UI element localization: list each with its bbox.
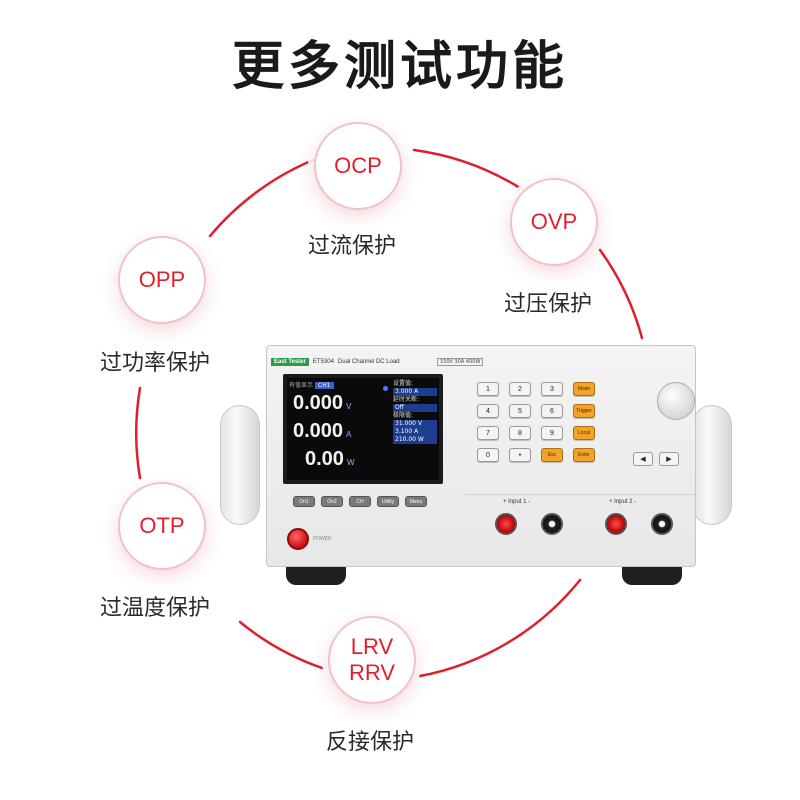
key-6[interactable]: 6 (541, 404, 563, 418)
input-2-text: Input 2 (614, 499, 633, 505)
side-value-limit-current: 3.100 A (393, 428, 437, 436)
terminal-panel: + Input 1 - + Input 2 - (465, 494, 695, 552)
key-7[interactable]: 7 (477, 426, 499, 440)
voltage-value: 0.000 (293, 392, 344, 414)
current-value: 0.000 (293, 420, 344, 442)
side-value-limit-power: 210.00 W (393, 436, 437, 444)
caption-ocp: 过流保护 (308, 234, 397, 259)
input-1-negative-terminal[interactable] (541, 513, 563, 535)
ring-arc-top (412, 148, 522, 190)
badge-ocp: OCP (314, 122, 402, 210)
rotary-knob[interactable] (657, 382, 695, 420)
foot-left (286, 563, 346, 585)
key-3[interactable]: 3 (541, 382, 563, 396)
power-unit: W (346, 458, 355, 467)
input-1-positive-terminal[interactable] (495, 513, 517, 535)
left-arrow-button[interactable]: ◀ (633, 452, 653, 466)
local-button[interactable]: Local (573, 426, 595, 440)
key-decimal[interactable]: • (509, 448, 531, 462)
side-value-limit-voltage: 31.000 V (393, 420, 437, 428)
side-value-delay-off: Off (393, 404, 437, 412)
handle-left (220, 405, 260, 525)
front-panel: East Tester ET5304 Dual Channel DC Load … (266, 345, 696, 567)
badge-otp-code: OTP (139, 513, 185, 538)
input-2-positive-terminal[interactable] (605, 513, 627, 535)
badge-ovp-code: OVP (530, 209, 578, 234)
key-0[interactable]: 0 (477, 448, 499, 462)
on1-button[interactable]: On1 (293, 496, 315, 507)
mode-button[interactable]: Mode (573, 382, 595, 396)
on2-button[interactable]: On2 (321, 496, 343, 507)
badge-opp: OPP (118, 236, 206, 324)
spec-tag: 150V 30A 400W (437, 358, 484, 366)
key-8[interactable]: 8 (509, 426, 531, 440)
arrow-keys: ◀ ▶ (633, 452, 679, 466)
power-label: POWER (313, 536, 332, 542)
utility-button[interactable]: Utility (377, 496, 399, 507)
side-label-limit: 极限值: (393, 412, 414, 419)
side-label-setpoint: 设置值: (393, 380, 414, 387)
right-arrow-button[interactable]: ▶ (659, 452, 679, 466)
badge-ovp: OVP (510, 178, 598, 266)
caption-lrv-rrv: 反接保护 (326, 730, 415, 755)
enter-button[interactable]: Enter (573, 448, 595, 462)
side-value-setpoint: 3.000 A (393, 388, 437, 396)
key-9[interactable]: 9 (541, 426, 563, 440)
badge-opp-code: OPP (138, 267, 186, 292)
key-5[interactable]: 5 (509, 404, 531, 418)
brand-strip: East Tester ET5304 Dual Channel DC Load (271, 356, 435, 368)
handle-right (692, 405, 732, 525)
badge-lrv-rrv: LRV RRV (328, 616, 416, 704)
page-title: 更多测试功能 (231, 37, 568, 97)
soft-key-row: On1 On2 CH Utility Menu (293, 496, 427, 507)
badge-otp: OTP (118, 482, 206, 570)
ch-button[interactable]: CH (349, 496, 371, 507)
current-unit: A (346, 430, 352, 439)
ring-arc-upper-left (208, 156, 320, 238)
ring-arc-right (598, 248, 644, 340)
key-1[interactable]: 1 (477, 382, 499, 396)
input-2-label: + Input 2 - (609, 499, 637, 505)
cc-indicator-icon (383, 386, 388, 391)
model-description: Dual Channel DC Load (337, 359, 400, 365)
brand-logo: East Tester (271, 358, 309, 366)
lcd-header-text: 有值显示 (289, 382, 314, 389)
model-number: ET5304 (312, 359, 334, 365)
caption-ovp: 过压保护 (504, 292, 593, 317)
lcd-channel: CH1 (315, 382, 334, 389)
voltage-unit: V (346, 402, 352, 411)
ring-arc-lower-right (418, 578, 582, 678)
key-2[interactable]: 2 (509, 382, 531, 396)
caption-opp: 过功率保护 (100, 351, 211, 376)
trigger-button[interactable]: Trigger (573, 404, 595, 418)
power-value: 0.00 (305, 448, 344, 470)
dc-load-instrument: East Tester ET5304 Dual Channel DC Load … (220, 345, 732, 585)
badge-lrv-code: LRV (350, 634, 394, 659)
badge-ocp-code: OCP (334, 153, 382, 178)
lcd-side-panel: 设置值: 3.000 A 延时关断: Off 极限值: 31.000 V 3.1… (393, 380, 437, 444)
esc-button[interactable]: Esc (541, 448, 563, 462)
badge-rrv-code: RRV (348, 660, 396, 685)
side-label-delay-off: 延时关断: (393, 396, 420, 403)
input-1-text: Input 1 (508, 499, 527, 505)
foot-right (622, 563, 682, 585)
input-2-negative-terminal[interactable] (651, 513, 673, 535)
keypad: 1 2 3 Mode 4 5 6 Trigger 7 8 9 Local 0 •… (477, 382, 595, 462)
menu-button[interactable]: Menu (405, 496, 427, 507)
ring-arc-lower-left (238, 620, 324, 670)
caption-otp: 过温度保护 (100, 596, 211, 621)
input-1-label: + Input 1 - (503, 499, 531, 505)
power-button[interactable] (287, 528, 309, 550)
ring-arc-left (135, 386, 142, 480)
key-4[interactable]: 4 (477, 404, 499, 418)
